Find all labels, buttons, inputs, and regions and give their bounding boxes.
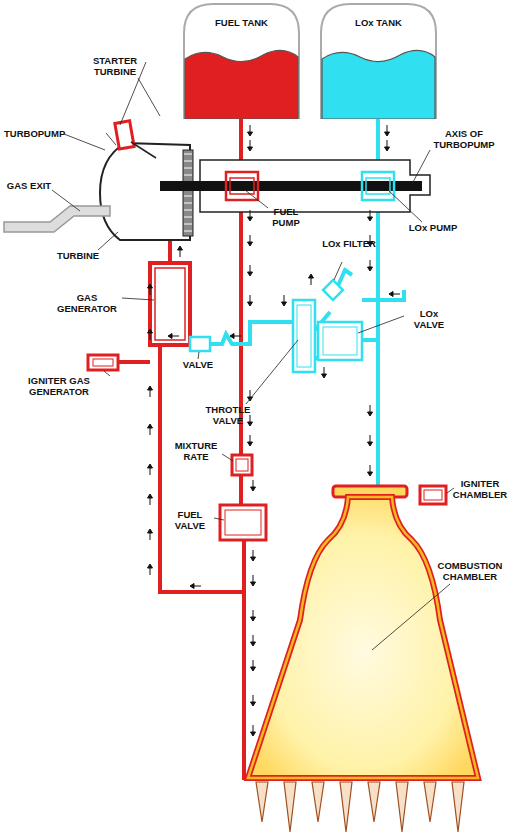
part-label: GAS GENERATOR: [52, 292, 122, 314]
part-label: FUEL VALVE: [166, 509, 214, 531]
part-label: FUEL PUMP: [262, 206, 310, 228]
part-label: TURBINE: [50, 250, 106, 261]
part-label: AXIS OF TURBOPUMP: [418, 128, 510, 150]
tank: FUEL TANK: [183, 3, 300, 119]
part-label: STARTER TURBINE: [84, 55, 146, 77]
part-label: GAS EXIT: [4, 180, 54, 191]
part-label: TURBOPUMP: [4, 128, 64, 139]
part-label: THROTLE VALVE: [200, 404, 256, 426]
part-label: LOx FILTER: [322, 238, 376, 249]
part-label: IGNITER GAS GENERATOR: [4, 375, 114, 397]
part-label: LOx PUMP: [408, 222, 458, 233]
tank-label: FUEL TANK: [183, 3, 300, 28]
part-label: VALVE: [175, 359, 221, 370]
tank-label: LOx TANK: [320, 3, 437, 28]
tank: LOx TANK: [320, 3, 437, 119]
part-label: COMBUSTION CHAMBLER: [430, 560, 510, 582]
part-label: IGNITER CHAMBLER: [449, 478, 511, 500]
part-label: LOx VALVE: [404, 308, 454, 330]
part-label: MIXTURE RATE: [170, 440, 222, 462]
